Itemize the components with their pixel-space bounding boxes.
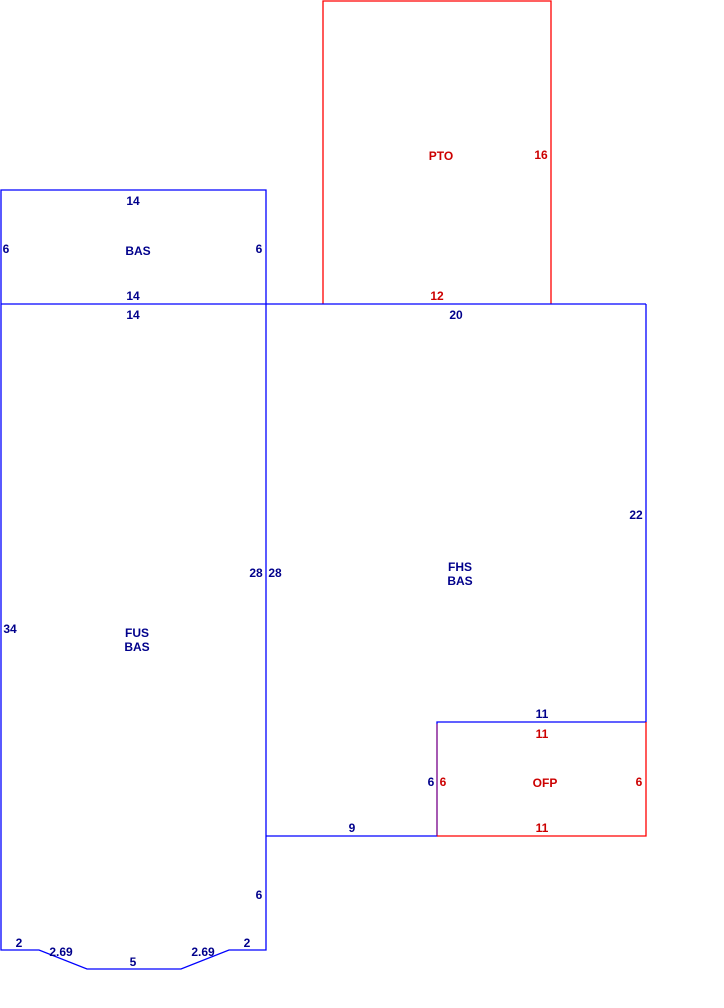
fus-bas-dim-bevel-left: 2.69 [49,945,73,959]
fus-bas-outline [0,304,267,970]
bas-top-dim-left: 6 [3,242,10,256]
bas-top-dim-right: 6 [256,242,263,256]
ofp-dim-left: 6 [440,775,447,789]
fhs-bas-dim-right: 22 [629,508,643,522]
fus-bas-area: FUS BAS 14 34 28 6 2 2.69 5 2.69 2 [0,304,267,970]
bas-top-dim-bottom: 14 [126,289,140,303]
fus-bas-dim-right: 28 [249,566,263,580]
bas-top-outline [0,189,267,304]
ofp-area: OFP 11 11 6 6 [436,722,647,837]
pto-area: PTO 16 12 [322,0,552,304]
ofp-dim-right: 6 [636,775,643,789]
fus-bas-dim-right-lower: 6 [256,888,263,902]
fus-bas-dim-bottom-left: 2 [16,936,23,950]
fus-bas-label-line1: FUS [125,626,149,640]
fus-bas-label-line2: BAS [124,640,149,654]
fus-bas-dim-bottom-right: 2 [244,936,251,950]
ofp-dim-top: 11 [536,727,549,741]
fus-bas-dim-left: 34 [3,622,17,636]
fhs-bas-dim-bottom: 9 [349,821,356,835]
fhs-bas-outline [266,304,647,837]
pto-dim-bottom: 12 [430,289,444,303]
fhs-bas-dim-notch-left: 6 [428,775,435,789]
fus-bas-dim-bottom-center: 5 [130,955,137,969]
fhs-bas-label-line1: FHS [448,560,472,574]
fhs-bas-dim-notch-top: 11 [536,707,549,721]
ofp-label: OFP [533,776,558,790]
pto-dim-right: 16 [534,148,548,162]
ofp-dim-bottom: 11 [536,821,549,835]
bas-top-label: BAS [125,244,150,258]
ofp-outline [437,722,647,837]
fhs-bas-dim-left: 28 [268,566,282,580]
fhs-bas-dim-top: 20 [449,308,463,322]
fhs-bas-area: FHS BAS 20 22 28 9 11 6 [266,304,647,837]
fus-bas-dim-top: 14 [126,308,140,322]
bas-top-dim-top: 14 [126,194,140,208]
bas-top-area: BAS 14 6 6 14 [0,189,267,304]
pto-label: PTO [429,149,453,163]
fhs-bas-label-line2: BAS [447,574,472,588]
pto-outline [322,0,552,304]
fus-bas-dim-bevel-right: 2.69 [191,945,215,959]
